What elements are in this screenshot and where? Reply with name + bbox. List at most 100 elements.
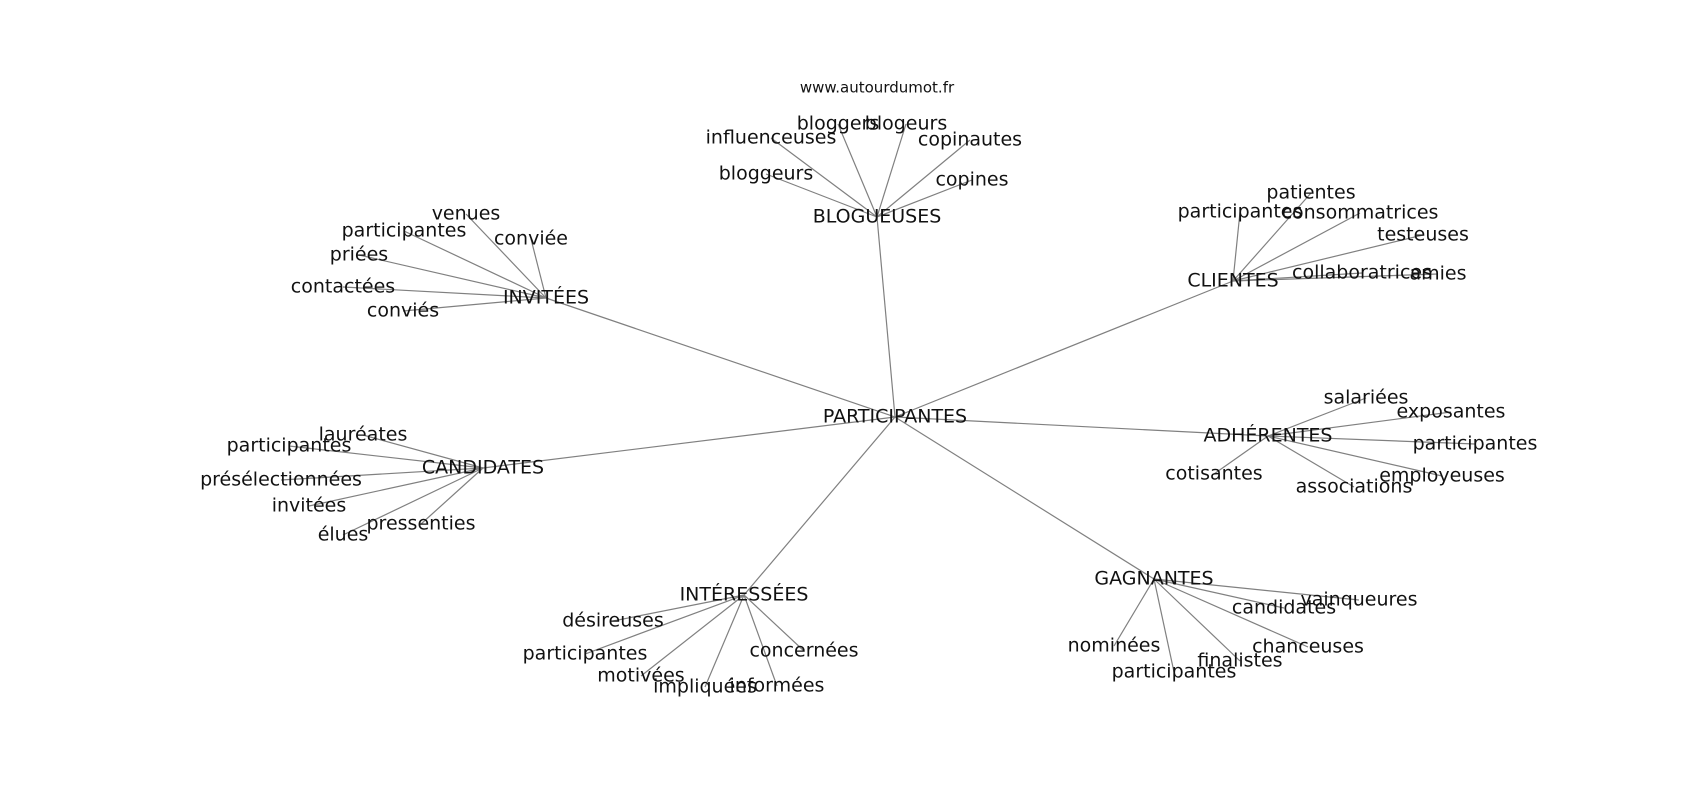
edge-center-candidates (482, 416, 896, 469)
leaf-word-nominees: nominées (1068, 635, 1161, 657)
edge-gagnantes-finalistes (1153, 578, 1241, 662)
edge-clientes-testeuses (1232, 234, 1424, 282)
leaf-word-informees: informées (730, 675, 825, 697)
site-credit: www.autourdumot.fr (800, 79, 955, 97)
edge-candidates-invitees (308, 467, 484, 507)
hub-word-clientes: CLIENTES (1187, 270, 1278, 292)
leaf-word-conviee: conviée (494, 228, 568, 250)
leaf-word-participantes: participantes (1178, 201, 1303, 223)
edge-gagnantes-chanceuses (1153, 578, 1309, 648)
hub-word-adherentes: ADHÉRENTES (1203, 424, 1332, 447)
edge-interessees-concernees (743, 594, 805, 652)
leaf-word-candidates: candidates (1232, 597, 1336, 619)
leaf-word-associations: associations (1296, 476, 1413, 498)
edge-interessees-motivees (640, 594, 745, 677)
leaf-word-copinautes: copinautes (918, 129, 1022, 151)
edge-blogueuses-copinautes (876, 139, 971, 218)
edge-invitees-participantes (403, 230, 547, 299)
edge-clientes-consommatrices (1232, 212, 1361, 282)
edge-invitees-convies (402, 297, 547, 312)
edge-blogueuses-bloggeurs (765, 173, 878, 218)
leaf-word-chanceuses: chanceuses (1252, 636, 1364, 658)
hub-word-gagnantes: GAGNANTES (1094, 568, 1213, 590)
edge-blogueuses-copines (876, 179, 973, 218)
hub-word-interessees: INTÉRESSÉES (680, 583, 809, 606)
edge-adherentes-participantes (1267, 435, 1476, 445)
leaf-word-impliquees: impliquées (653, 676, 757, 698)
leaf-word-venues: venues (432, 203, 501, 225)
leaf-word-blogeurs: blogeurs (865, 113, 947, 135)
edge-blogueuses-influenceuses (770, 137, 878, 218)
leaf-word-influenceuses: influenceuses (706, 127, 837, 149)
leaf-word-bloggeurs: bloggeurs (719, 163, 814, 185)
leaf-word-consommatrices: consommatrices (1282, 202, 1439, 224)
leaf-word-employeuses: employeuses (1379, 465, 1505, 487)
leaf-word-amies: amies (1409, 263, 1466, 285)
edge-gagnantes-participantes (1153, 578, 1175, 673)
leaf-word-motivees: motivées (597, 665, 684, 687)
edge-center-invitees (545, 297, 896, 418)
edge-interessees-informees (743, 594, 778, 687)
leaf-word-vainqueures: vainqueures (1300, 589, 1417, 611)
edge-adherentes-associations (1267, 435, 1355, 488)
edge-center-blogueuses (876, 216, 896, 418)
leaf-word-pressenties: pressenties (367, 513, 476, 535)
edge-candidates-participantes (288, 445, 484, 469)
leaf-word-copines: copines (935, 169, 1008, 191)
edge-gagnantes-candidates (1153, 578, 1285, 609)
edge-candidates-preselectionnees (280, 467, 484, 481)
edge-center-gagnantes (894, 416, 1155, 580)
center-word: PARTICIPANTES (823, 406, 967, 428)
edge-clientes-amies (1232, 273, 1439, 282)
edge-gagnantes-nominees (1113, 578, 1155, 647)
leaf-word-elues: élues (318, 524, 369, 546)
edge-invitees-venues (465, 213, 547, 299)
leaf-word-participantes: participantes (1112, 661, 1237, 683)
edge-blogueuses-bloggers (837, 123, 878, 218)
edge-invitees-contactees (342, 286, 547, 299)
leaf-word-salariees: salariées (1324, 387, 1409, 409)
edge-candidates-pressenties (420, 467, 484, 525)
edges-layer (280, 123, 1476, 688)
edge-interessees-participantes (584, 594, 745, 655)
edge-adherentes-cotisantes (1213, 435, 1269, 475)
leaf-word-participantes: participantes (342, 220, 467, 242)
leaf-word-convies: conviés (367, 300, 439, 322)
edge-adherentes-exposantes (1267, 411, 1452, 437)
edge-adherentes-employeuses (1267, 435, 1443, 477)
leaf-word-laureates: lauréates (319, 424, 408, 446)
leaf-word-participantes: participantes (227, 435, 352, 457)
leaf-word-collaboratrices: collaboratrices (1292, 262, 1432, 284)
leaf-word-exposantes: exposantes (1397, 401, 1506, 423)
edge-clientes-patientes (1232, 192, 1312, 282)
edge-candidates-elues (342, 467, 484, 536)
leaf-word-finalistes: finalistes (1197, 650, 1282, 672)
hub-word-blogueuses: BLOGUEUSES (813, 206, 942, 228)
leaf-word-priees: priées (330, 244, 388, 266)
leaf-word-participantes: participantes (523, 643, 648, 665)
edge-adherentes-salariees (1267, 397, 1367, 437)
leaf-word-patientes: patientes (1266, 182, 1355, 204)
leaf-word-participantes: participantes (1413, 433, 1538, 455)
leaf-word-bloggers: bloggers (797, 113, 880, 135)
edge-invitees-conviee (530, 238, 547, 299)
leaf-word-concernees: concernées (749, 640, 858, 662)
hub-word-candidates: CANDIDATES (422, 457, 544, 479)
edge-interessees-impliquees (704, 594, 745, 688)
edge-clientes-participantes (1232, 211, 1241, 282)
edge-blogueuses-blogeurs (876, 123, 907, 218)
edge-interessees-desireuses (612, 594, 745, 622)
edge-center-adherentes (894, 416, 1269, 437)
edge-invitees-priees (358, 254, 547, 299)
leaf-word-contactees: contactées (291, 276, 395, 298)
leaf-word-preselectionnees: présélectionnées (200, 469, 362, 491)
hub-word-invitees: INVITÉES (503, 286, 589, 309)
leaf-word-desireuses: désireuses (562, 610, 664, 632)
edge-center-interessees (743, 416, 896, 596)
edge-candidates-laureates (362, 434, 484, 469)
edge-gagnantes-vainqueures (1153, 578, 1360, 601)
edge-center-clientes (894, 280, 1234, 418)
leaf-word-cotisantes: cotisantes (1165, 463, 1262, 485)
